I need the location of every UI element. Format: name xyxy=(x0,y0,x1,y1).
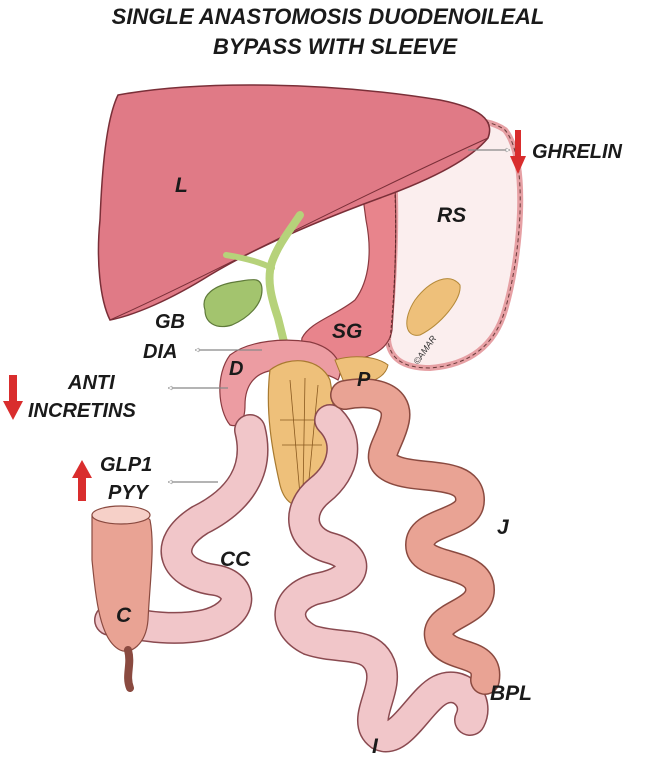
liver-lower-edge xyxy=(109,137,489,321)
label-anti: ANTI xyxy=(67,372,115,394)
label-gallbladder: GB xyxy=(155,311,185,333)
anti-incretins-down-arrow-icon xyxy=(3,375,23,420)
label-duodenum: D xyxy=(229,358,243,380)
common-channel-fill xyxy=(95,415,268,643)
title-line-2: BYPASS WITH SLEEVE xyxy=(213,34,458,59)
label-jejunum: J xyxy=(497,516,510,539)
glp1-up-arrow-icon xyxy=(72,460,92,501)
colon-opening xyxy=(91,505,151,525)
label-incretins: INCRETINS xyxy=(28,400,136,422)
label-common-channel: CC xyxy=(220,548,251,571)
label-sleeve-gastrectomy: SG xyxy=(332,320,362,343)
title-line-1: SINGLE ANASTOMOSIS DUODENOILEAL xyxy=(112,4,545,29)
label-colon: C xyxy=(116,604,132,627)
hepatic-duct-branch xyxy=(223,252,275,271)
gallbladder xyxy=(203,279,263,328)
jejunum-fill xyxy=(331,379,499,694)
label-pyy: PYY xyxy=(108,482,150,504)
liver xyxy=(97,84,491,321)
ileum-fill xyxy=(275,405,488,751)
label-ileum: I xyxy=(372,735,379,758)
label-pancreas: P xyxy=(357,369,371,391)
label-removed-stomach: RS xyxy=(437,204,466,227)
label-glp1: GLP1 xyxy=(100,454,152,476)
pancreas-tail xyxy=(406,278,461,336)
pancreas-duct-lines xyxy=(280,377,325,496)
label-biliopancreatic-limb: BPL xyxy=(490,682,532,705)
label-ghrelin: GHRELIN xyxy=(532,141,623,163)
rectal-stump xyxy=(124,646,134,692)
label-dia: DIA xyxy=(143,341,177,363)
label-liver: L xyxy=(175,174,188,197)
bile-duct xyxy=(265,211,304,346)
ghrelin-down-arrow-icon xyxy=(510,130,526,174)
